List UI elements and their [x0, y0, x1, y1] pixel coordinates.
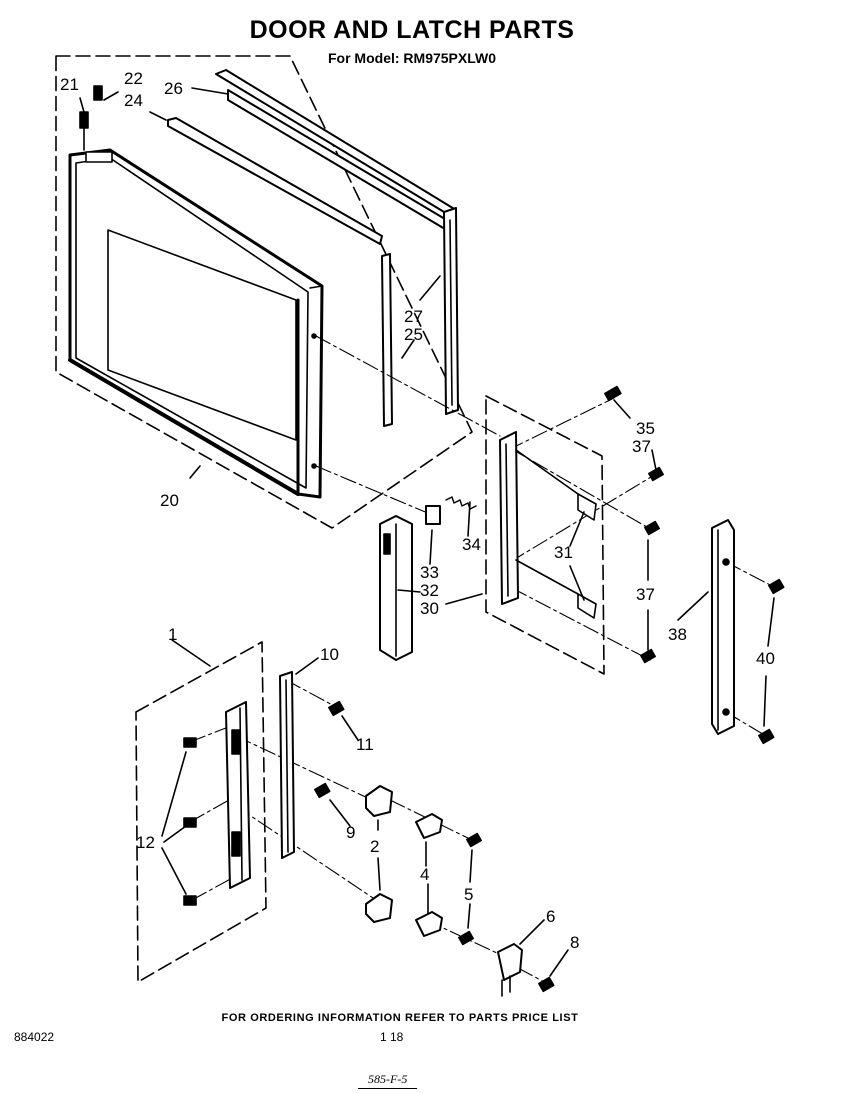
screw-part-40-lower [758, 728, 775, 745]
callout-24: 24 [124, 91, 143, 110]
latch-bar-part-38 [677, 519, 735, 735]
screw-part-12-c [183, 895, 197, 906]
spring-part-34 [445, 496, 477, 510]
screw-part-5-lower [458, 930, 474, 946]
callout-33: 33 [420, 563, 439, 582]
callout-25: 25 [404, 325, 423, 344]
door-assembly-group [55, 55, 473, 529]
screw-part-37-mid [644, 520, 660, 536]
callout-27: 27 [404, 307, 423, 326]
latch-part-4-upper [415, 813, 443, 839]
callout-11: 11 [356, 735, 374, 754]
seal-part-24 [167, 117, 383, 245]
cam-part-2-lower [365, 893, 393, 923]
callout-38: 38 [668, 625, 687, 644]
callout-32: 32 [420, 581, 439, 600]
callout-labels: 21 22 24 26 27 25 20 35 37 31 34 33 32 3… [60, 69, 775, 952]
callout-4: 4 [420, 865, 429, 884]
model-subtitle: For Model: RM975PXLW0 [327, 50, 497, 66]
screw-part-40-upper [768, 578, 785, 595]
callout-1: 1 [168, 625, 177, 644]
strip-part-25 [381, 253, 393, 427]
callout-9: 9 [346, 823, 355, 842]
latch-assembly-boundary [135, 641, 267, 983]
callout-30: 30 [420, 599, 439, 618]
screw-part-11 [328, 700, 345, 717]
switch-part-6 [497, 919, 545, 997]
clip-part-22 [93, 85, 103, 101]
callout-40: 40 [756, 649, 775, 668]
callout-21: 21 [60, 75, 79, 94]
callout-34: 34 [462, 535, 481, 554]
callout-37-upper: 37 [632, 437, 651, 456]
document-number: 884022 [14, 1030, 55, 1044]
page-code: 585-F-5 [358, 1072, 418, 1089]
page-number: 1 18 [380, 1030, 404, 1044]
screw-part-37-lower [640, 648, 656, 664]
handle-part-32 [379, 515, 413, 661]
screw-part-37-upper [648, 466, 664, 482]
latch-body-part-1 [225, 701, 251, 889]
screw-part-5-upper [466, 832, 482, 848]
screw-part-12-a [183, 737, 197, 748]
door-frame-part-20 [68, 148, 324, 499]
callout-12: 12 [136, 833, 155, 852]
latch-plate-group [379, 385, 664, 675]
latch-part-4-lower [415, 911, 443, 937]
screw-part-12-b [183, 817, 197, 828]
callout-35: 35 [636, 419, 655, 438]
slider-part-33 [425, 505, 441, 525]
ordering-note: FOR ORDERING INFORMATION REFER TO PARTS … [221, 1012, 579, 1024]
callout-5: 5 [464, 885, 473, 904]
callout-10: 10 [320, 645, 339, 664]
screw-part-9 [314, 782, 331, 799]
callout-26: 26 [164, 79, 183, 98]
callout-6: 6 [546, 907, 555, 926]
screw-part-35 [604, 385, 622, 402]
callout-22: 22 [124, 69, 143, 88]
cam-part-2-upper [365, 785, 393, 817]
screw-part-21 [79, 111, 89, 151]
latch-assembly-group [135, 639, 569, 997]
latch-group-boundary [485, 395, 605, 675]
latch-rod-part-10 [279, 671, 295, 859]
screw-part-8 [538, 976, 555, 993]
door-group-boundary [55, 55, 473, 529]
callout-37-lower: 37 [636, 585, 655, 604]
callout-2: 2 [370, 837, 379, 856]
callout-31: 31 [554, 543, 573, 562]
choke-part-27 [443, 207, 459, 415]
latch-plate-part-30 [499, 431, 597, 619]
callout-8: 8 [570, 933, 579, 952]
page-title: DOOR AND LATCH PARTS [249, 16, 575, 44]
callout-20: 20 [160, 491, 179, 510]
